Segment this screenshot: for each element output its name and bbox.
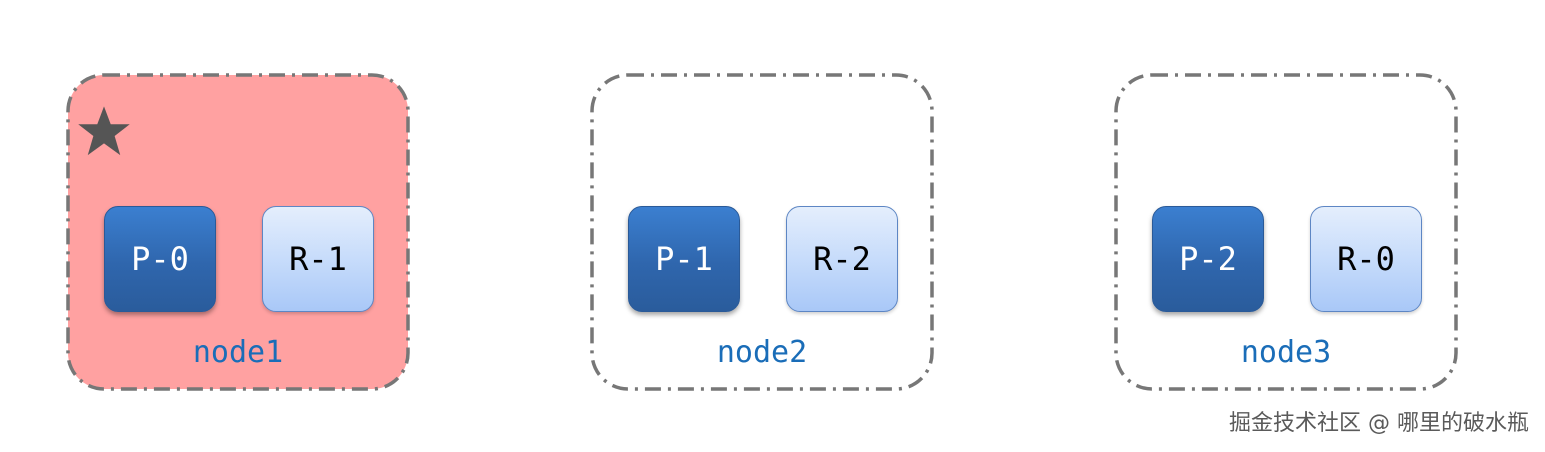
replica-shard: R-1 [262, 206, 374, 312]
node-box-node1: P-0 R-1 node1 [66, 73, 410, 391]
replica-shard: R-0 [1310, 206, 1422, 312]
replica-shard: R-2 [786, 206, 898, 312]
primary-shard: P-1 [628, 206, 740, 312]
node3-dashed-border [1114, 73, 1458, 391]
primary-shard: P-2 [1152, 206, 1264, 312]
node-label: node1 [192, 335, 284, 370]
watermark: 掘金技术社区 @ 哪里的破水瓶 [1229, 411, 1529, 436]
star-icon [78, 106, 130, 156]
node-label: node3 [1240, 335, 1332, 370]
node-box-node2: P-1 R-2 node2 [590, 73, 934, 391]
node-label: node2 [716, 335, 808, 370]
node2-dashed-border [590, 73, 934, 391]
primary-shard: P-0 [104, 206, 216, 312]
node-box-node3: P-2 R-0 node3 [1114, 73, 1458, 391]
